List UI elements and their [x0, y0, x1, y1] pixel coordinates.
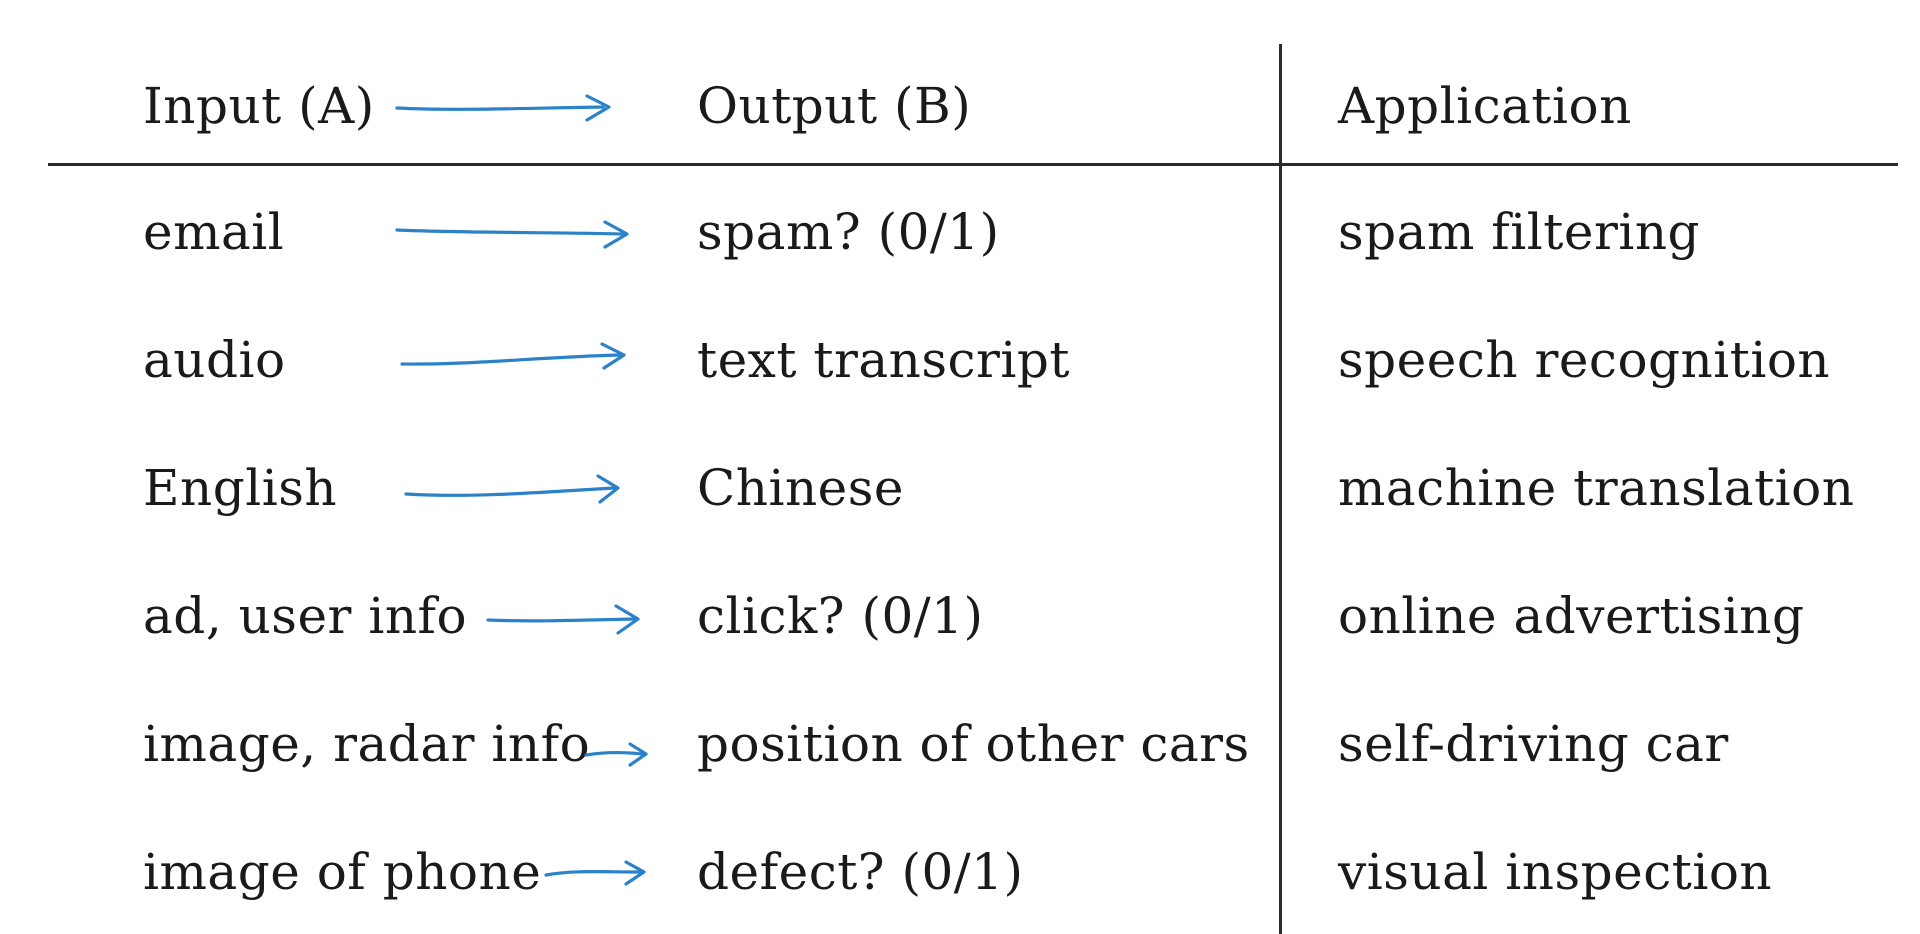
row-4-output: click? (0/1): [697, 587, 984, 645]
header-application: Application: [1338, 77, 1632, 135]
row-4-arrow-icon: [486, 604, 640, 635]
row-5-arrow-icon: [584, 742, 648, 767]
row-2-arrow-icon: [400, 342, 626, 370]
row-1-application: spam filtering: [1338, 203, 1701, 261]
row-6-arrow-icon: [544, 860, 646, 886]
header-arrow-icon: [395, 94, 611, 122]
header-input: Input (A): [143, 77, 375, 135]
column-divider: [1279, 44, 1282, 934]
row-1-output: spam? (0/1): [697, 203, 1000, 261]
row-6-application: visual inspection: [1338, 843, 1773, 901]
row-6-output: defect? (0/1): [697, 843, 1024, 901]
row-4-input: ad, user info: [143, 587, 468, 645]
header-rule: [48, 163, 1898, 166]
row-2-output: text transcript: [697, 331, 1071, 389]
row-2-application: speech recognition: [1338, 331, 1831, 389]
row-2-input: audio: [143, 331, 286, 389]
header-output: Output (B): [697, 77, 972, 135]
row-4-application: online advertising: [1338, 587, 1805, 645]
row-5-application: self-driving car: [1338, 715, 1729, 773]
row-3-arrow-icon: [404, 474, 620, 504]
row-3-output: Chinese: [697, 459, 904, 517]
row-1-input: email: [143, 203, 285, 261]
row-6-input: image of phone: [143, 843, 542, 901]
row-5-output: position of other cars: [697, 715, 1250, 773]
row-3-application: machine translation: [1338, 459, 1855, 517]
row-1-arrow-icon: [395, 220, 629, 249]
row-5-input: image, radar info: [143, 715, 591, 773]
row-3-input: English: [143, 459, 338, 517]
